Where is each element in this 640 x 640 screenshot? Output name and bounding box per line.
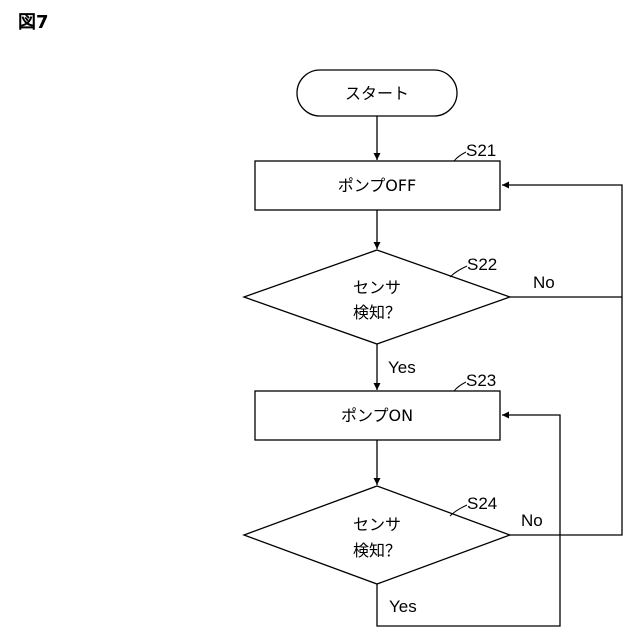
decision-s22-line2: 検知？ <box>353 303 401 322</box>
step-s22-label: S22 <box>467 255 497 274</box>
step-s22-leader <box>450 266 467 277</box>
branch-s24-yes: Yes <box>389 597 417 616</box>
process-s21-label: ポンプOFF <box>338 176 417 195</box>
decision-s24-line2: 検知？ <box>353 541 401 560</box>
step-s24-label: S24 <box>467 494 497 513</box>
step-s21-leader <box>454 152 466 161</box>
branch-s24-no: No <box>521 511 543 530</box>
arrow-s22-no-to-s21 <box>502 185 622 297</box>
process-s23-label: ポンプON <box>341 406 413 425</box>
arrow-s24-no-to-s21 <box>510 297 622 535</box>
branch-s22-no: No <box>533 273 555 292</box>
decision-s22-line1: センサ <box>353 278 401 297</box>
step-s23-leader <box>454 382 466 391</box>
branch-s22-yes: Yes <box>388 358 416 377</box>
decision-s24-line1: センサ <box>353 515 401 534</box>
step-s21-label: S21 <box>466 141 496 160</box>
start-label: スタート <box>345 84 409 103</box>
step-s23-label: S23 <box>466 371 496 390</box>
